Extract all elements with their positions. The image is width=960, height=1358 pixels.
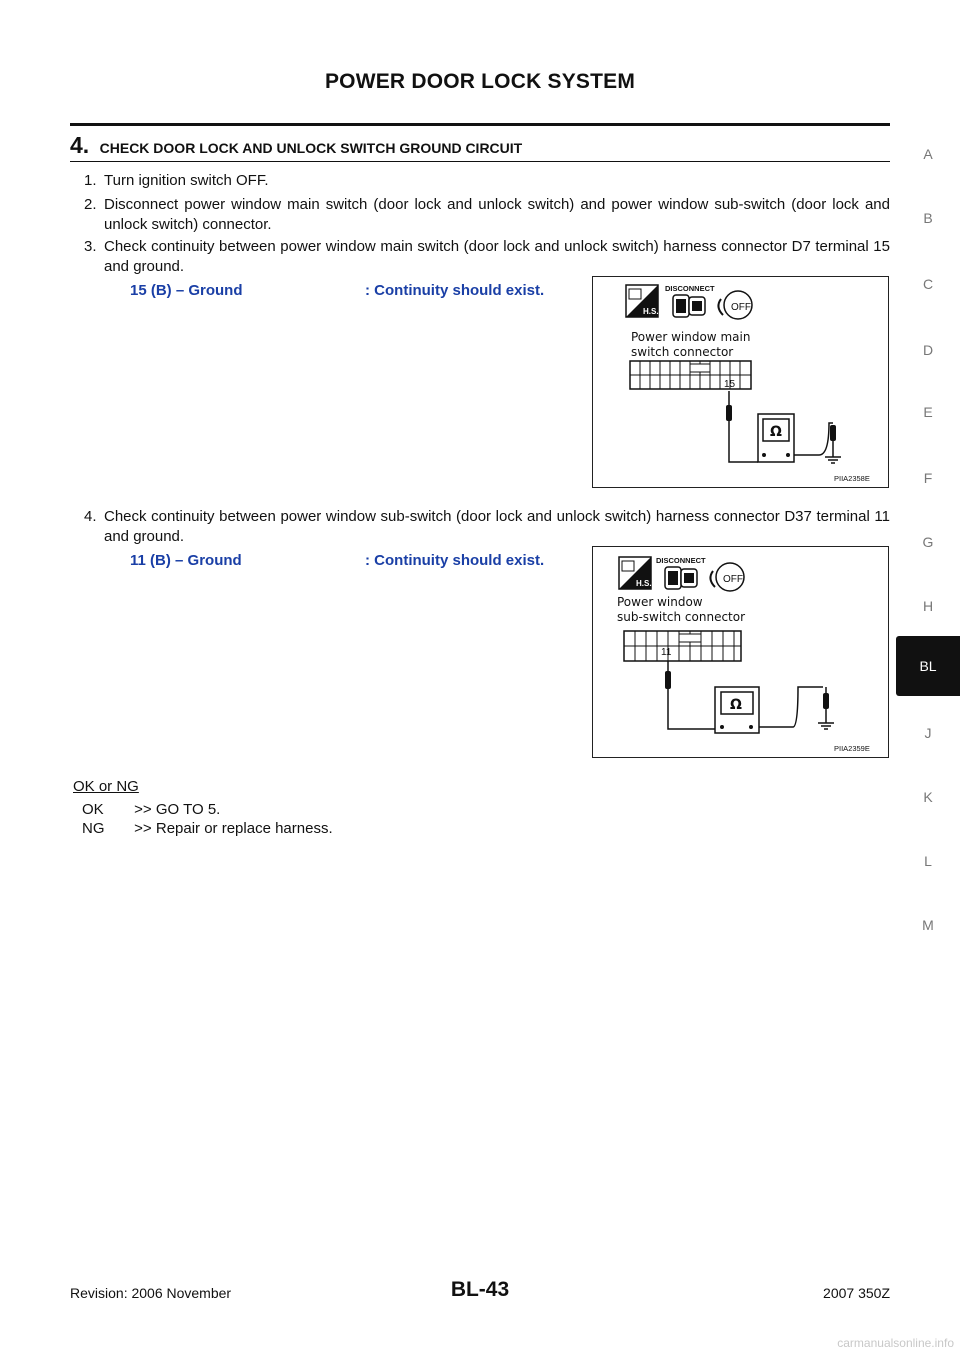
step-number: 4. [70,132,90,158]
diagram-svg: H.S. DISCONNECT OFF Power window main sw… [625,284,870,483]
tab-b[interactable]: B [923,210,933,226]
result-code: NG [82,820,105,837]
ignition-off-icon: OFF [709,562,745,592]
ohm-symbol: Ω [770,424,782,440]
probe-wire [726,391,758,463]
hs-icon: H.S. [618,556,652,590]
result-code: OK [82,801,104,818]
ohm-symbol: Ω [730,697,742,713]
figure-main-switch-diagram: H.S. DISCONNECT OFF Power window main sw… [592,276,889,488]
tab-e[interactable]: E [923,404,933,420]
check-2-result: : Continuity should exist. [365,552,545,569]
check-1-result: : Continuity should exist. [365,282,545,299]
check-1-terminal: 15 (B) – Ground [130,282,243,299]
result-action: >> GO TO 5. [134,801,221,818]
connector-label-line2: sub-switch connector [617,610,745,624]
header-rule [70,123,890,126]
footer-page-number: BL-43 [450,1278,510,1301]
disconnect-label: DISCONNECT [656,556,706,565]
tab-d[interactable]: D [922,342,934,358]
instruction-4: 4. Check continuity between power window… [84,507,890,547]
footer-revision: Revision: 2006 November [70,1285,232,1301]
tab-l[interactable]: L [924,853,932,869]
footer-model: 2007 350Z [823,1285,890,1301]
instruction-number: 4. [84,508,97,525]
figure-code: PIIA2359E [834,744,870,753]
check-2-terminal: 11 (B) – Ground [130,552,242,569]
page-title: POWER DOOR LOCK SYSTEM [324,70,636,93]
ok-ng-heading: OK or NG [73,778,139,795]
instruction-1: 1. Turn ignition switch OFF. [84,171,890,191]
instruction-number: 1. [84,172,97,189]
instruction-2: 2. Disconnect power window main switch (… [84,195,890,235]
tab-f[interactable]: F [923,470,933,486]
hs-label: H.S. [643,307,659,316]
off-label: OFF [723,574,743,585]
figure-code: PIIA2358E [834,474,870,483]
ground-icon [794,422,841,464]
tab-h[interactable]: H [922,598,934,614]
pin-label: 11 [661,647,672,658]
instruction-text: Check continuity between power window ma… [104,238,890,275]
connector-label-line1: Power window main [631,330,750,344]
instruction-3: 3. Check continuity between power window… [84,237,890,277]
tab-a[interactable]: A [923,146,933,162]
step-rule [70,161,890,162]
ground-icon [759,686,834,730]
disconnect-icon [672,294,706,318]
step-heading: 4. CHECK DOOR LOCK AND UNLOCK SWITCH GRO… [70,132,522,159]
connector-icon [629,360,752,390]
instruction-text: Disconnect power window main switch (doo… [104,196,890,233]
connector-icon [623,630,742,662]
instruction-number: 3. [84,238,97,255]
step-title: CHECK DOOR LOCK AND UNLOCK SWITCH GROUND… [99,140,523,156]
hs-label: H.S. [636,579,652,588]
ohmmeter-icon: Ω [714,686,760,734]
figure-sub-switch-diagram: H.S. DISCONNECT OFF Power window sub-swi… [592,546,889,758]
tab-j[interactable]: J [924,725,932,741]
disconnect-label: DISCONNECT [665,284,715,293]
result-action: >> Repair or replace harness. [134,820,333,837]
tab-m[interactable]: M [922,917,934,933]
probe-wire [665,661,715,730]
connector-label-line2: switch connector [631,345,733,359]
tab-bl-active[interactable]: BL [896,636,960,696]
diagram-svg: H.S. DISCONNECT OFF Power window sub-swi… [617,556,870,753]
hs-icon: H.S. [625,284,659,318]
instruction-text: Turn ignition switch OFF. [104,172,269,189]
disconnect-icon [664,566,698,590]
instruction-text: Check continuity between power window su… [104,508,890,545]
off-label: OFF [731,302,751,313]
result-ok: OK >> GO TO 5. [82,801,220,818]
instruction-number: 2. [84,196,97,213]
tab-g[interactable]: G [922,534,934,550]
connector-label-line1: Power window [617,595,703,609]
ohmmeter-icon: Ω [757,413,795,463]
ignition-off-icon: OFF [717,290,753,320]
tab-k[interactable]: K [923,789,933,805]
result-ng: NG >> Repair or replace harness. [82,820,333,837]
pin-label: 15 [724,379,736,390]
tab-c[interactable]: C [922,276,934,292]
watermark: carmanualsonline.info [837,1336,954,1350]
